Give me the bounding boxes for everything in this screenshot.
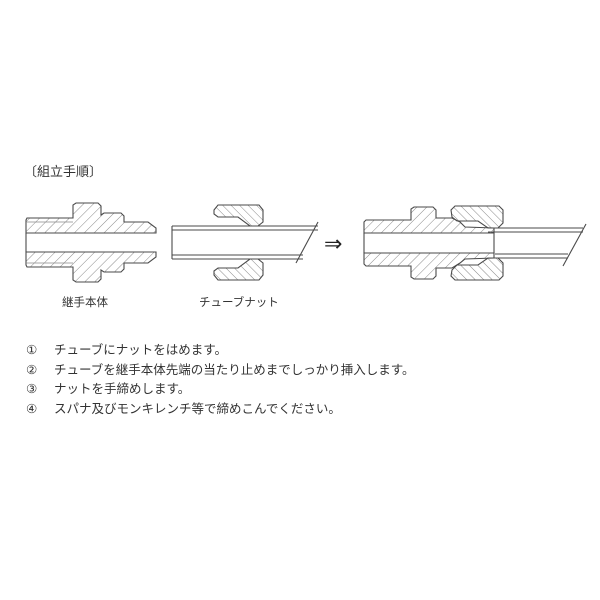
step-text: チューブを継手本体先端の当たり止めまでしっかり挿入します。 — [54, 361, 415, 377]
tube-nut-label: チューブナット — [199, 295, 279, 309]
step-number: ③ — [26, 381, 38, 396]
fitting-body-drawing — [25, 202, 157, 283]
arrow-icon: ⇒ — [324, 232, 342, 257]
step-number: ④ — [26, 400, 38, 416]
step-item: ④ スパナ及びモンキレンチ等で締めこんでください。 — [26, 399, 415, 419]
assembled-drawing — [363, 205, 587, 281]
step-text: スパナ及びモンキレンチ等で締めこんでください。 — [54, 400, 341, 416]
step-text: ナットを手締めします。 — [54, 381, 191, 396]
step-number: ① — [26, 342, 38, 357]
step-text: チューブにナットをはめます。 — [54, 342, 228, 357]
step-item: ① チューブにナットをはめます。 — [26, 340, 415, 360]
assembly-steps: ① チューブにナットをはめます。 ② チューブを継手本体先端の当たり止めまでしっかり… — [26, 340, 415, 418]
tube-nut-drawing — [171, 204, 319, 281]
step-item: ③ ナットを手締めします。 — [26, 379, 415, 399]
fitting-body-label: 継手本体 — [62, 295, 108, 309]
step-item: ② チューブを継手本体先端の当たり止めまでしっかり挿入します。 — [26, 360, 415, 380]
section-title: 〔組立手順〕 — [24, 165, 103, 180]
step-number: ② — [26, 361, 38, 377]
assembly-diagram: ⇒ — [25, 202, 587, 283]
